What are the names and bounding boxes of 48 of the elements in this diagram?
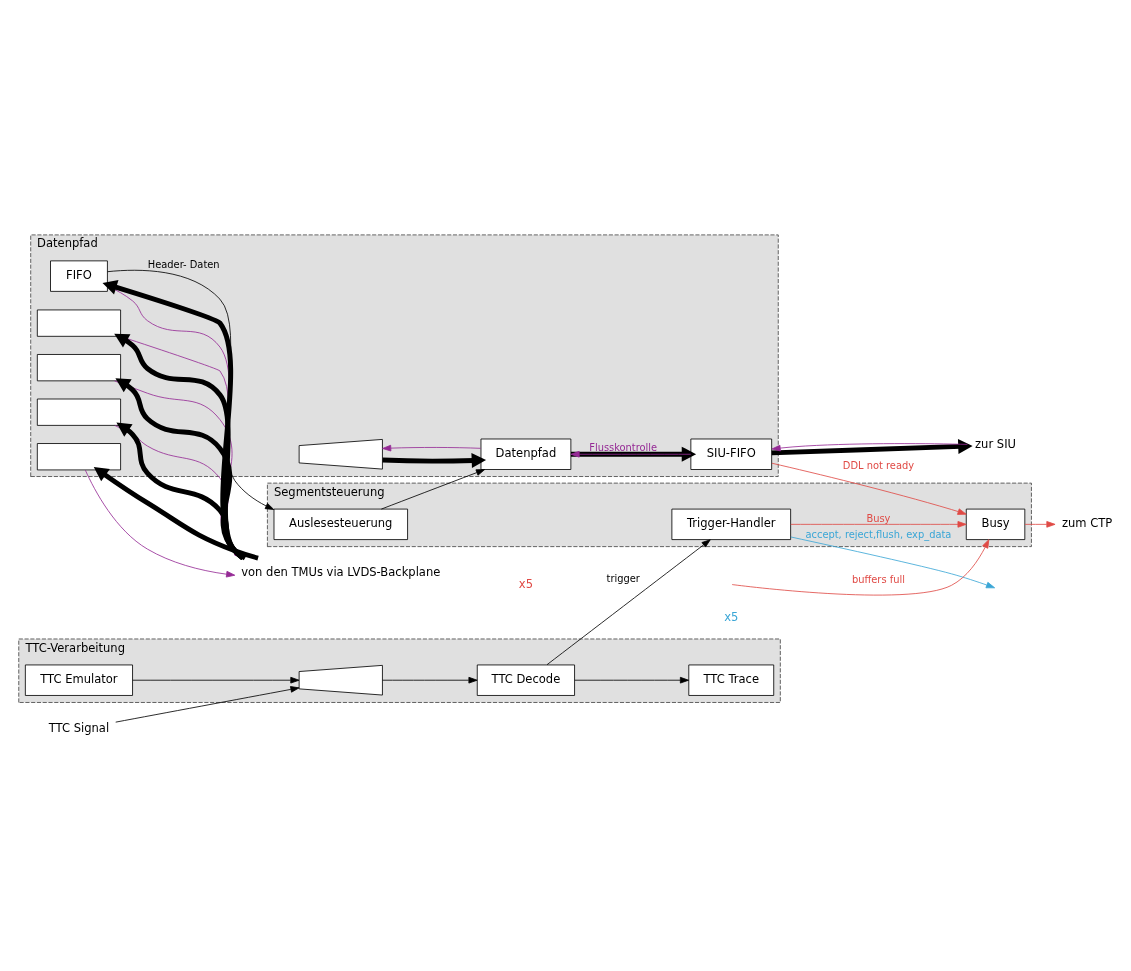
node-text: von den TMUs via LVDS-Backplane — [241, 564, 441, 579]
arrow — [570, 446, 697, 462]
arrow — [790, 536, 996, 588]
node-box: TTC Trace — [688, 664, 775, 696]
arrow — [380, 468, 486, 509]
arrow — [570, 450, 692, 458]
node-box: Auslesesteuerung — [273, 508, 408, 540]
edge-label: trigger — [606, 572, 640, 584]
edge-label: accept, reject,flush, exp_data — [805, 528, 952, 540]
node-box: FIFO — [50, 259, 108, 292]
arrow — [1024, 520, 1056, 528]
node-box: Datenpfad — [480, 438, 572, 470]
node-box: TTC Emulator — [24, 664, 133, 696]
arrow — [574, 676, 689, 683]
arrow — [546, 538, 711, 665]
node-box: Trigger-Handler — [671, 508, 792, 540]
label: x5 — [724, 609, 739, 624]
arrow — [115, 685, 300, 723]
arrow — [107, 269, 275, 510]
edge-label: Header- Daten — [147, 258, 220, 270]
arrow — [731, 538, 990, 595]
label: x5 — [518, 576, 533, 591]
arrow — [84, 469, 236, 577]
node-box — [36, 398, 121, 426]
arrow — [382, 676, 478, 683]
arrow — [790, 520, 967, 528]
node-text: zum CTP — [1061, 515, 1113, 530]
node-box — [36, 442, 121, 470]
arrow — [93, 466, 259, 560]
node-box — [36, 309, 121, 337]
node-box: SIU-FIFO — [690, 438, 773, 470]
node-text: zur SIU — [975, 436, 1017, 451]
arrow — [771, 438, 973, 455]
arrow — [771, 462, 967, 515]
arrow — [382, 452, 487, 468]
node-text: TTC Signal — [48, 720, 110, 735]
edge-label: buffers full — [851, 573, 905, 585]
arrow — [132, 676, 300, 683]
node-trapezoid — [298, 438, 383, 469]
node-trapezoid — [298, 664, 383, 695]
edge-label: DDL not ready — [842, 459, 915, 471]
node-box — [36, 353, 121, 381]
node-box: TTC Decode — [476, 664, 575, 696]
edge-label: Flusskontrolle — [589, 441, 658, 453]
node-box: Busy — [965, 508, 1026, 540]
arrow — [771, 442, 968, 451]
arrow — [382, 444, 482, 451]
edge-label: Busy — [866, 512, 891, 524]
